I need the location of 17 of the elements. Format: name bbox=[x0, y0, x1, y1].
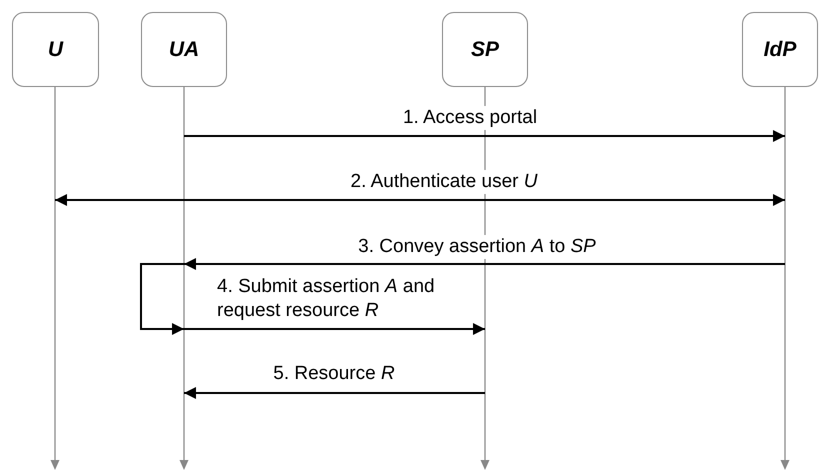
message-arrow bbox=[184, 387, 485, 399]
message-arrow bbox=[184, 130, 785, 142]
participant-name: UA bbox=[168, 38, 200, 62]
participant-name: U bbox=[48, 38, 64, 62]
message-arrow bbox=[184, 258, 785, 270]
participant-box bbox=[12, 12, 99, 87]
message-arrow bbox=[184, 323, 485, 335]
participant-box bbox=[742, 12, 818, 87]
participant-name: IdP bbox=[764, 38, 796, 62]
edge-label: 3. Convey assertion A to SP bbox=[356, 235, 598, 259]
message-arrow bbox=[55, 194, 785, 206]
participant-box bbox=[141, 12, 227, 87]
loop-arrow bbox=[140, 263, 184, 335]
participant-box bbox=[442, 12, 528, 87]
edge-label: 2. Authenticate user U bbox=[348, 170, 540, 194]
edge-label: 4. Submit assertion A and request resource R bbox=[216, 275, 436, 323]
participant-name: SP bbox=[470, 38, 499, 62]
